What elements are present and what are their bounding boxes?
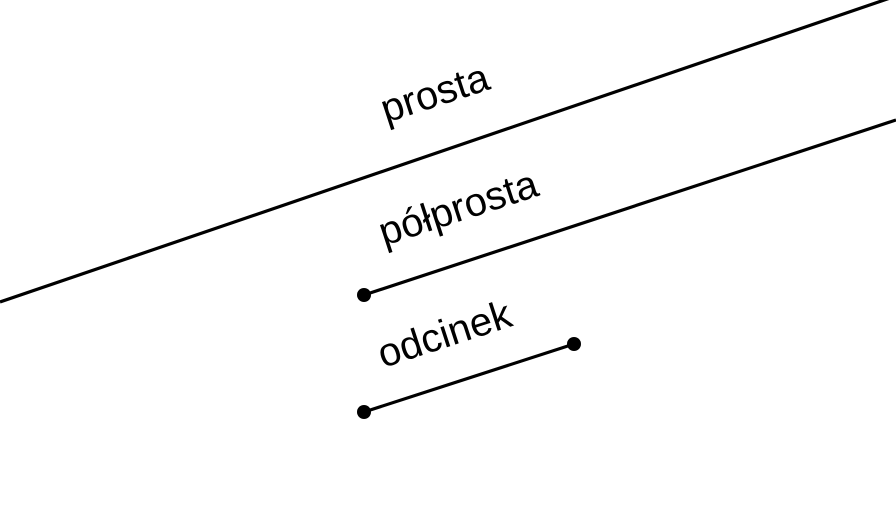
polprosta-line: [363, 118, 896, 297]
polprosta-endpoint-dot: [357, 288, 371, 302]
odcinek-endpoint-dot-start: [357, 405, 371, 419]
odcinek-endpoint-dot-end: [567, 337, 581, 351]
prosta-line: [0, 0, 890, 304]
odcinek-line: [363, 342, 575, 414]
